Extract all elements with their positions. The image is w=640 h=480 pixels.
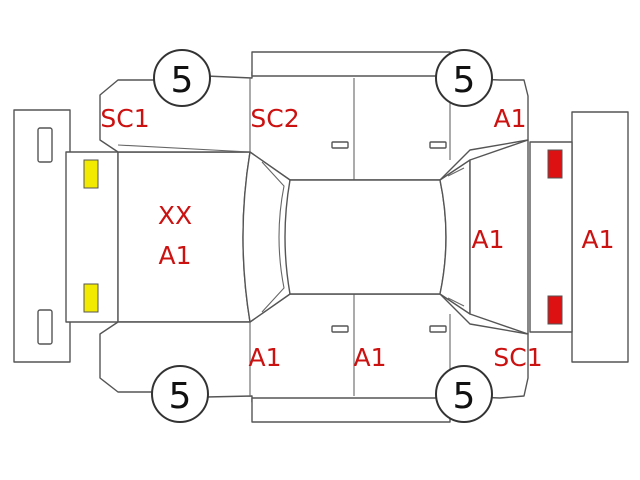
side-sills	[251, 51, 451, 423]
svg-text:5: 5	[169, 376, 192, 417]
tire-rear-right: 5	[435, 365, 493, 423]
code-front-left-door: SC2	[250, 104, 299, 133]
svg-text:5: 5	[453, 376, 476, 417]
front-panel	[65, 151, 119, 323]
rear-panel	[529, 141, 573, 333]
code-hood-line1: XX	[158, 201, 192, 230]
code-rear-left-fender: A1	[493, 104, 526, 133]
svg-text:5: 5	[171, 60, 194, 101]
code-rear-right-fender: SC1	[493, 343, 542, 372]
code-rear-right-door: A1	[353, 343, 386, 372]
hood	[117, 151, 251, 323]
taillight-top	[547, 149, 563, 179]
code-front-right-door: A1	[248, 343, 281, 372]
cabin	[242, 139, 529, 335]
code-rear-bumper: A1	[581, 225, 614, 254]
headlight-bottom	[83, 283, 99, 313]
tire-front-left: 5	[153, 49, 211, 107]
svg-text:5: 5	[453, 60, 476, 101]
code-hood-line2: A1	[158, 241, 191, 270]
headlight-top	[83, 159, 99, 189]
tire-rear-left: 5	[435, 49, 493, 107]
taillight-bottom	[547, 295, 563, 325]
front-bumper	[13, 109, 71, 363]
tire-front-right: 5	[151, 365, 209, 423]
code-front-left-fender: SC1	[100, 104, 149, 133]
code-trunk: A1	[471, 225, 504, 254]
